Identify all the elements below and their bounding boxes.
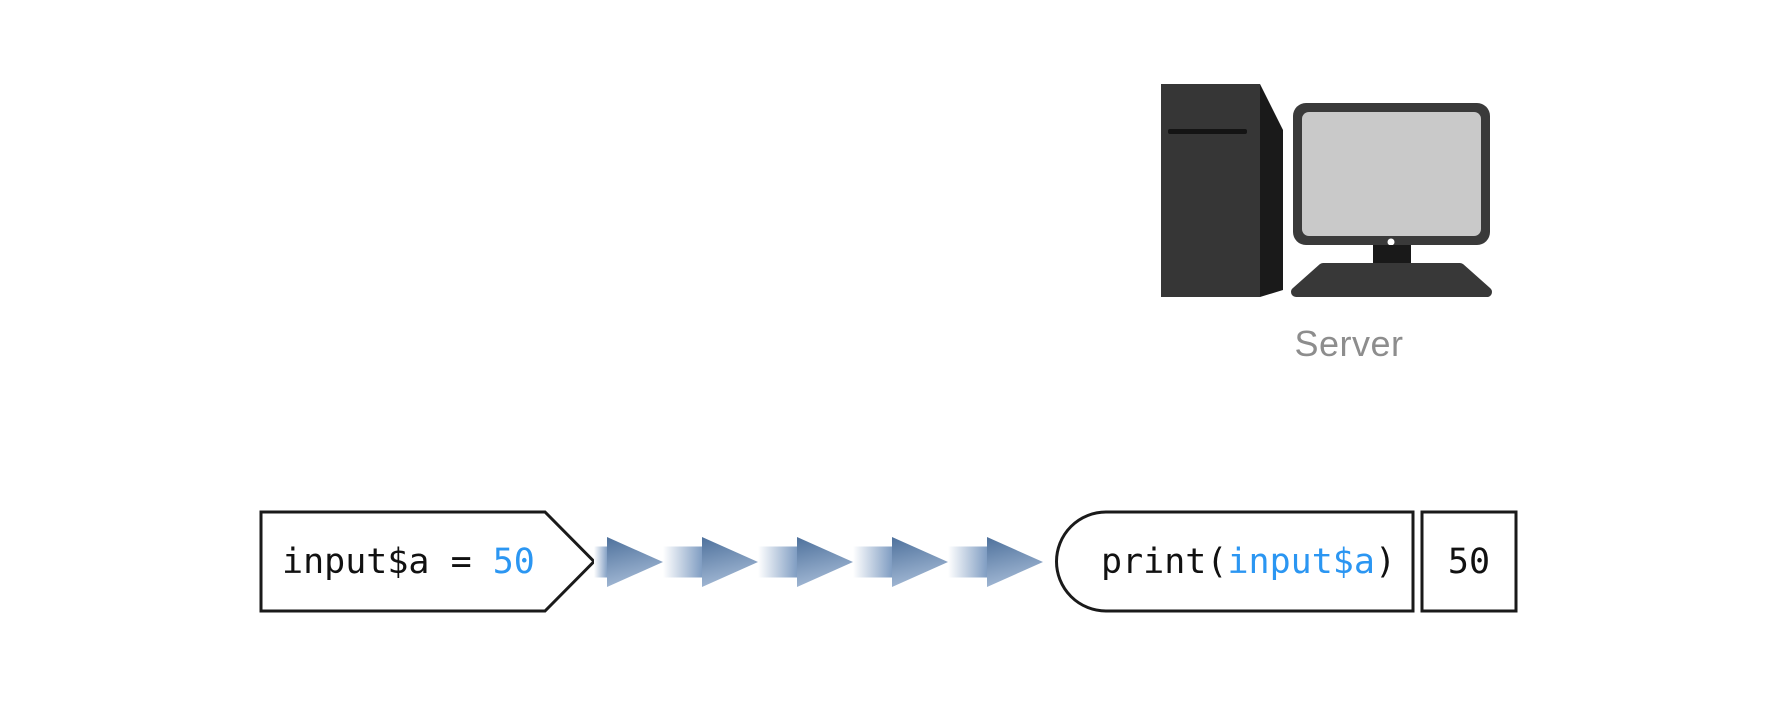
arrow-chain — [594, 537, 1043, 587]
tower-front — [1161, 84, 1260, 297]
input-tag-shape — [259, 510, 597, 613]
arrow-head — [797, 537, 853, 587]
arrow-shaft — [663, 546, 703, 578]
arrow-head — [702, 537, 758, 587]
monitor-stand-neck — [1373, 245, 1411, 265]
arrow-units — [594, 537, 1043, 587]
monitor-stand-base — [1291, 263, 1492, 297]
arrow-shaft — [594, 546, 608, 578]
arrow-head — [987, 537, 1043, 587]
output-code-arg: input$a — [1227, 542, 1375, 582]
monitor-screen — [1302, 112, 1481, 236]
output-code-suffix: ) — [1374, 542, 1397, 582]
output-capsule — [1055, 510, 1415, 613]
output-code: print(input$a) — [1101, 510, 1396, 614]
arrow-head — [892, 537, 948, 587]
desktop-computer-icon — [1161, 84, 1492, 297]
output-box-shape — [1055, 510, 1518, 613]
arrow-shaft — [853, 546, 893, 578]
monitor-power-dot — [1387, 238, 1395, 246]
input-value: 50 — [492, 542, 535, 582]
output-code-prefix: print( — [1101, 542, 1228, 582]
arrow-head — [607, 537, 663, 587]
output-value-cell — [1420, 510, 1518, 613]
server-label: Server — [1294, 323, 1404, 364]
tower-side-panel — [1260, 84, 1283, 297]
output-value: 50 — [1447, 542, 1491, 582]
arrow-shaft — [948, 546, 988, 578]
tower-drive-slot — [1168, 129, 1247, 134]
input-code: input$a = 50 — [282, 510, 535, 614]
arrow-shaft — [758, 546, 798, 578]
input-code-text: input$a = — [282, 542, 493, 582]
